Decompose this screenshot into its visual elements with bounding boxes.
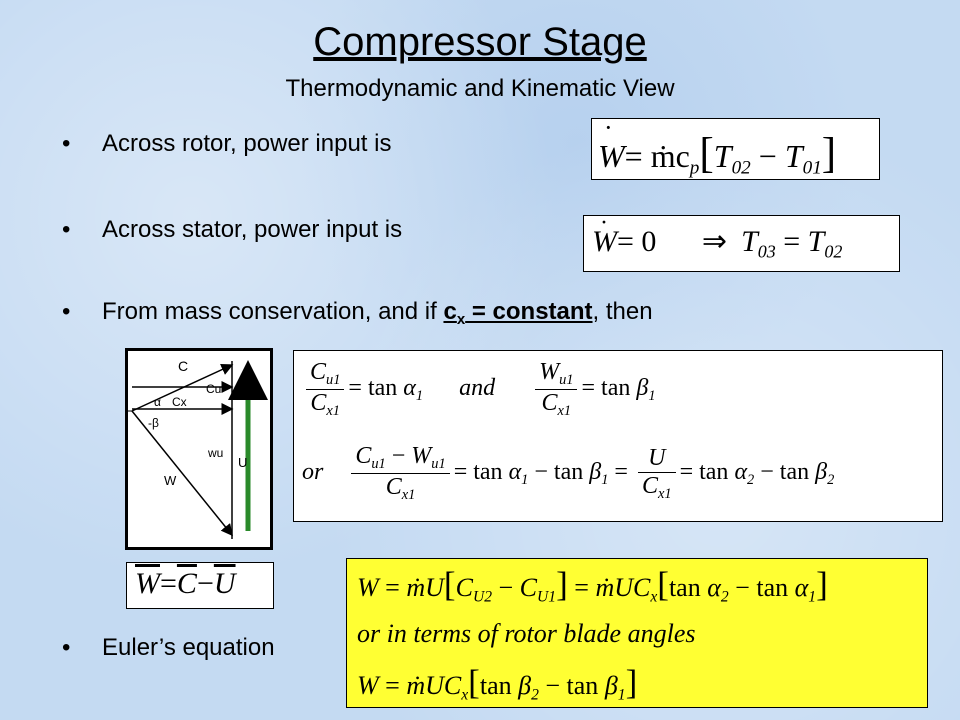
label-alpha: α [154,395,161,409]
bullet-text: Across stator, power input is [102,216,403,243]
vector-u: U [213,567,236,600]
label-cu: Cu [206,382,221,396]
and-word: and [459,375,496,402]
or-word: or [302,459,324,486]
equation-stator-power: W·= 0 ⇒T03 = T02 [583,210,900,272]
bullet-stator-power: • Across stator, power input is [62,215,402,245]
vector-c: C [176,567,197,600]
w-dot-symbol: W [598,138,625,174]
mass-flow-cp: = ṁc [624,138,690,174]
label-beta: -β [148,416,159,430]
equation-vector-relation: W=C−U [126,562,274,609]
label-w: W [164,473,177,488]
velocity-triangle-diagram: C Cu α Cx -β wu U W [125,348,273,550]
page-subtitle: Thermodynamic and Kinematic View [285,75,675,102]
bullet-dot: • [62,634,71,661]
label-u: U [238,455,247,470]
bullet-text-post: , then [592,298,653,325]
bullet-text: Across rotor, power input is [102,130,392,157]
vector-c-line [131,363,234,412]
cx-constant-emphasis: cx = constant [443,298,593,328]
label-wu: wu [207,446,223,460]
bullet-dot: • [62,216,71,243]
bullet-dot: • [62,130,71,157]
vector-w-line [131,410,233,537]
vector-w: W [135,567,160,600]
label-cx: Cx [172,395,187,409]
equation-rotor-power: W·= ṁcp[T02 − T01] [591,113,880,180]
equation-euler: W = ṁU[CU2 − CU1] = ṁUCx[tan α2 − tan α1… [346,558,928,708]
bullet-dot: • [62,298,71,325]
bullet-mass-conservation: • From mass conservation, and if cx = con… [62,297,653,335]
velocity-triangle-svg: C Cu α Cx -β wu U W [128,358,268,539]
euler-line-3: W = ṁUCx[tan β2 − tan β1] [357,663,638,704]
bullet-text: From mass conservation, and if [102,298,444,325]
label-c: C [178,358,188,374]
w-dot-symbol: W [592,225,617,258]
page-title: Compressor Stage [313,20,647,64]
bullet-rotor-power: • Across rotor, power input is [62,129,391,159]
bullet-text: Euler’s equation [102,634,275,661]
euler-line-1: W = ṁU[CU2 − CU1] = ṁUCx[tan α2 − tan α1… [357,565,828,606]
euler-line-2: or in terms of rotor blade angles [357,619,696,648]
bullet-euler: • Euler’s equation [62,633,275,663]
implies-arrow: ⇒ [701,225,728,258]
